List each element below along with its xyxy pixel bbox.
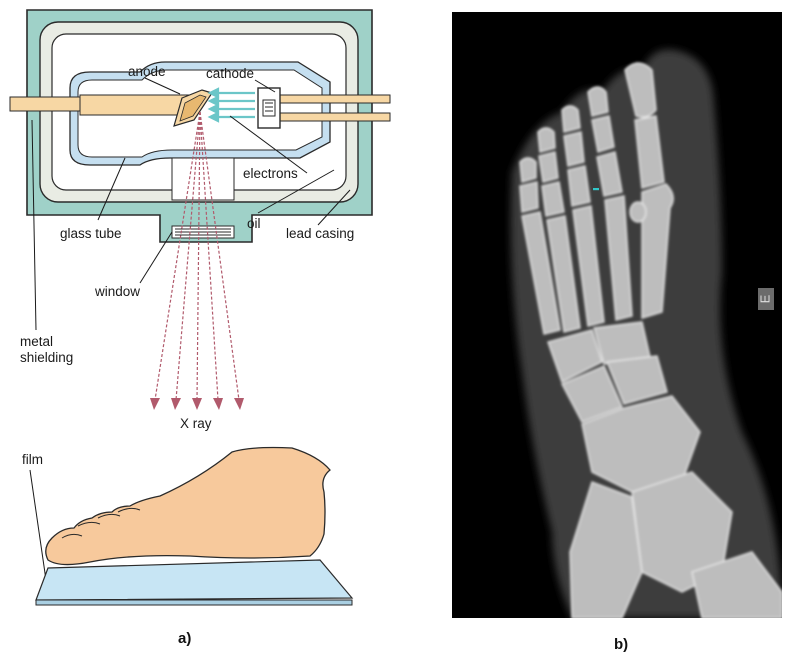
label-metal-shielding-line1: metal: [20, 334, 53, 349]
cathode-rod: [280, 95, 390, 103]
label-electrons: electrons: [243, 166, 298, 181]
label-glass-tube: glass tube: [60, 226, 122, 241]
label-window: window: [94, 284, 140, 299]
label-film: film: [22, 452, 43, 467]
caption-b: b): [614, 636, 628, 653]
xray-tube-diagram: anode cathode electrons glass tube oil l…: [0, 0, 450, 660]
caption-a: a): [178, 630, 191, 647]
measurement-mark: [593, 188, 599, 190]
label-anode: anode: [128, 64, 166, 79]
label-oil: oil: [247, 216, 261, 231]
side-marker-letter: E: [757, 294, 772, 303]
label-cathode: cathode: [206, 66, 254, 81]
cathode-filament: [263, 100, 275, 116]
x-ray-arrowheads: [150, 398, 244, 410]
foot-radiograph: E: [452, 12, 782, 618]
cathode-rod: [280, 113, 390, 121]
foot: [46, 448, 330, 565]
label-lead-casing: lead casing: [286, 226, 354, 241]
anode: [80, 95, 190, 115]
anode-rod-outer: [10, 97, 80, 111]
label-x-ray: X ray: [180, 416, 212, 431]
label-metal-shielding-line2: shielding: [20, 350, 73, 365]
film-edge: [36, 600, 352, 605]
film-top: [36, 560, 352, 600]
